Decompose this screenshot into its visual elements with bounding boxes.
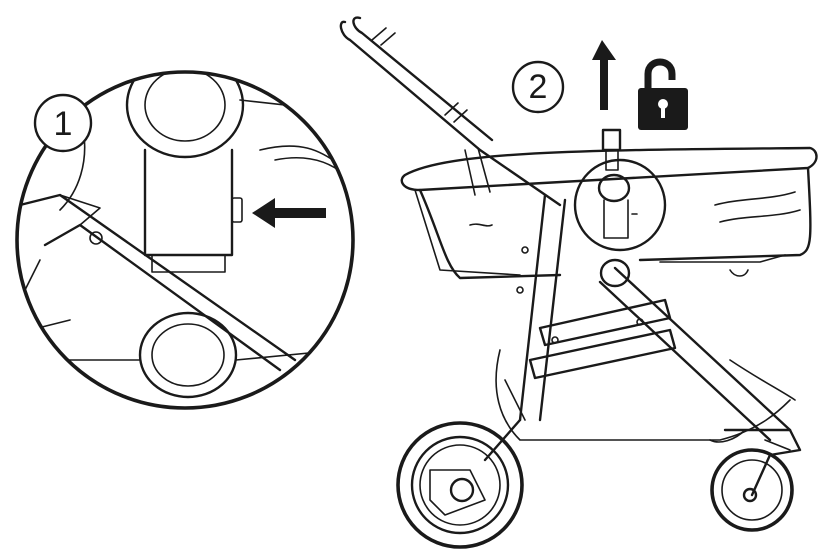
- arrow-up-icon: [592, 40, 616, 110]
- step-1-number: 1: [54, 105, 73, 143]
- stroller-illustration: [339, 16, 818, 549]
- unlocked-padlock-icon: [638, 58, 688, 130]
- step-1-badge: 1: [33, 93, 93, 153]
- stroller-bassinet: [400, 146, 818, 280]
- stroller-seat-connector: [601, 128, 622, 171]
- step-2-badge-circle: [511, 60, 565, 114]
- step-2-number: 2: [529, 68, 548, 106]
- stroller-frame: [478, 148, 796, 442]
- step-2-badge: 2: [511, 60, 565, 114]
- stroller-handle: [339, 16, 494, 152]
- stroller-connector-highlight: [573, 158, 667, 288]
- arrow-left-icon: [252, 198, 326, 228]
- detail-circle-outline: [15, 70, 355, 410]
- stroller-rear-wheel: [396, 418, 524, 549]
- step-1-badge-circle: [33, 93, 93, 153]
- stroller-front-wheel: [709, 428, 802, 532]
